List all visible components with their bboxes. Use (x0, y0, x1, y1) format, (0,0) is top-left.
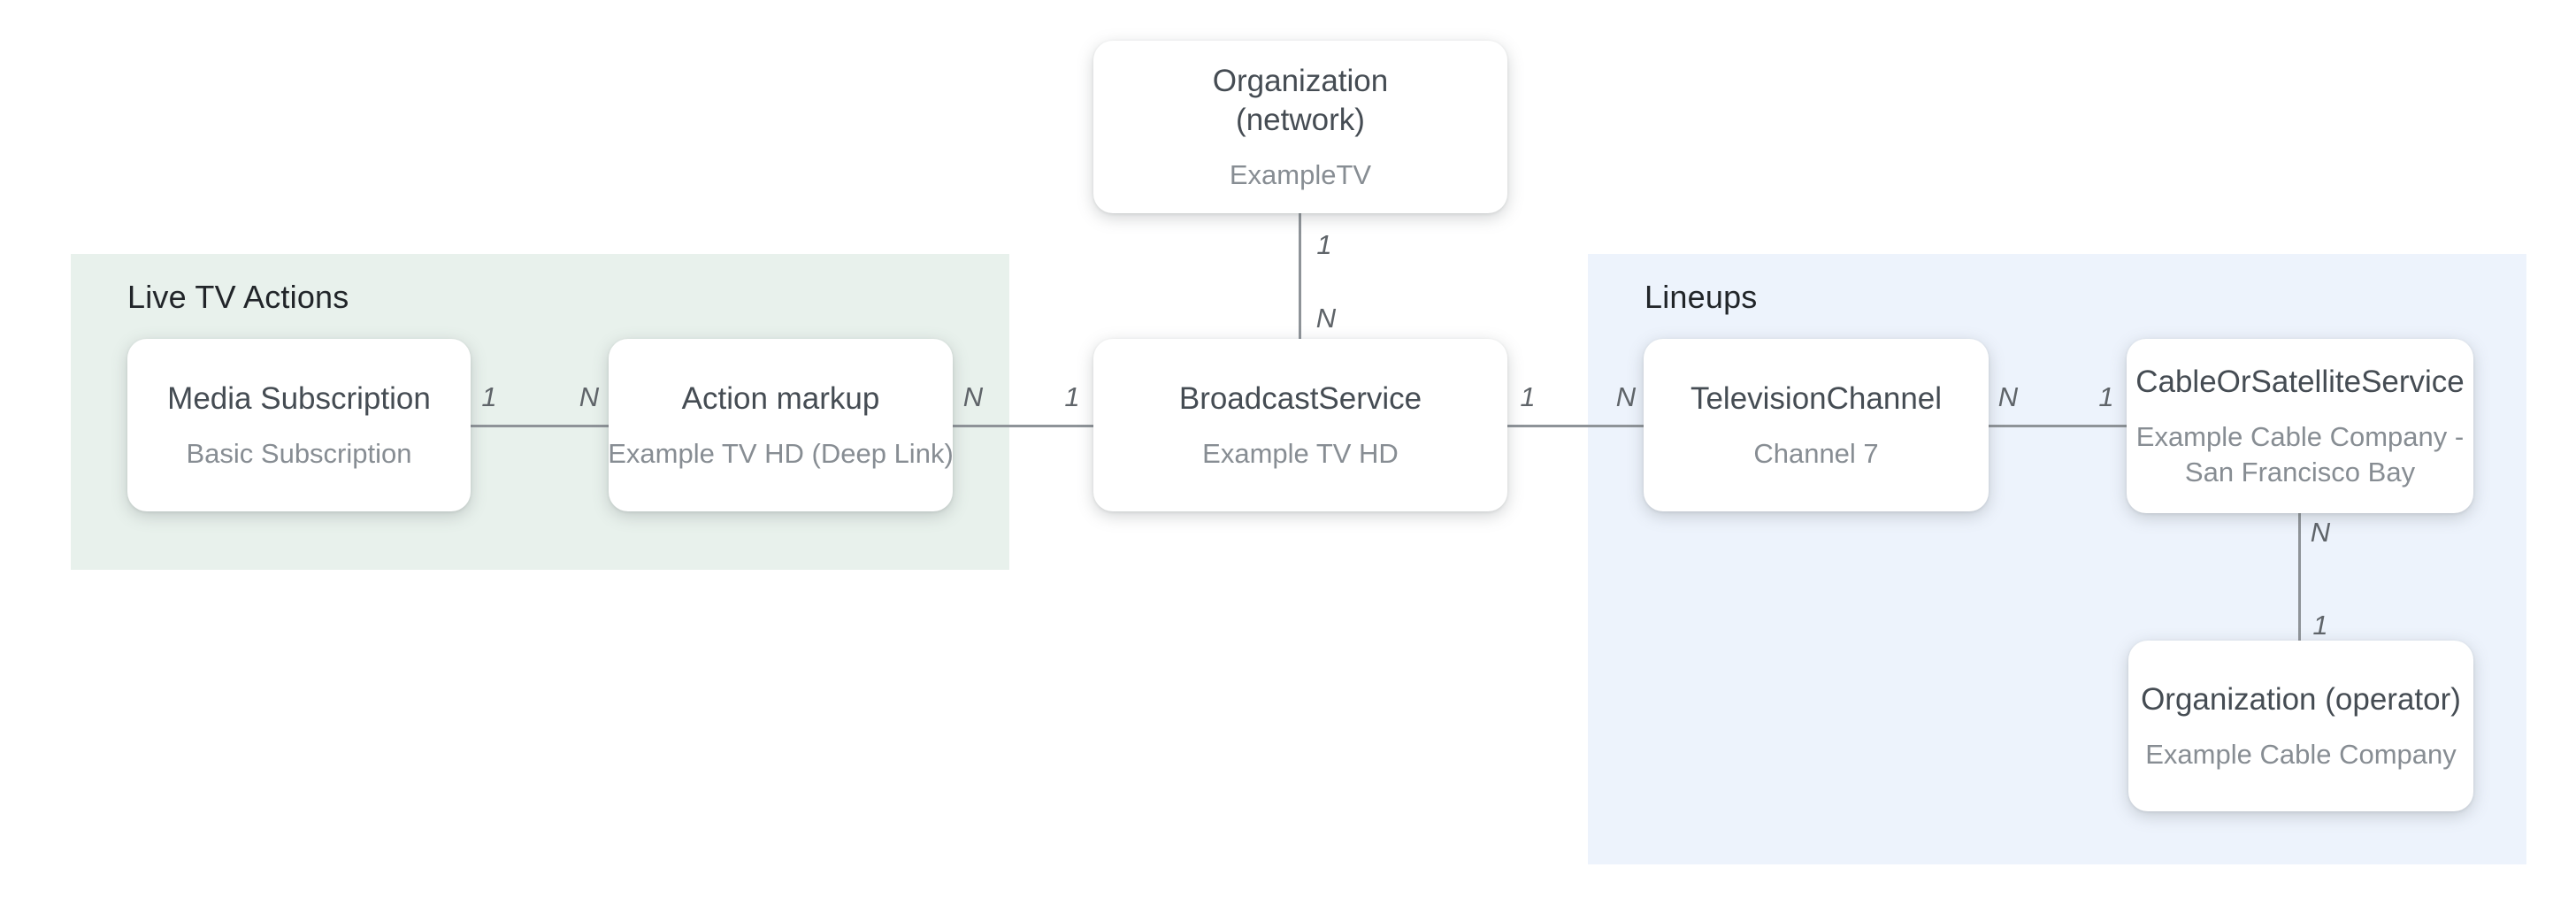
node-title: BroadcastService (1178, 380, 1422, 416)
edge-label-channel-to-cable-from: N (1997, 381, 2019, 412)
edge-label-network-to-broadcast-from: 1 (1316, 229, 1332, 260)
node-subtitle-line: San Francisco Bay (2184, 456, 2416, 488)
edge-label-broadcast-to-channel-from: 1 (1520, 381, 1536, 412)
node-title: Media Subscription (167, 380, 431, 416)
node-subtitle: Basic Subscription (186, 437, 412, 469)
node-title: CableOrSatelliteService (2135, 364, 2465, 399)
node-media-subscription: Media Subscription Basic Subscription (127, 339, 471, 511)
edge-label-cable-to-operator-to: 1 (2312, 610, 2328, 641)
node-subtitle: Example Cable Company (2145, 738, 2457, 770)
edge-label-network-to-broadcast-to: N (1315, 303, 1337, 334)
node-organization-operator: Organization (operator) Example Cable Co… (2128, 641, 2473, 811)
node-title: Organization (network) (1213, 62, 1388, 140)
node-subtitle: Example TV HD (1202, 437, 1399, 469)
edge-line-action-to-broadcast (951, 425, 1095, 427)
edge-line-channel-to-cable (1987, 425, 2128, 427)
edge-line-media-to-action (469, 425, 610, 427)
node-organization-network: Organization (network) ExampleTV (1093, 41, 1507, 213)
region-title-live-tv-actions: Live TV Actions (127, 279, 349, 315)
node-broadcast-service: BroadcastService Example TV HD (1093, 339, 1507, 511)
node-subtitle: ExampleTV (1229, 158, 1372, 190)
edge-label-broadcast-to-channel-to: N (1615, 381, 1637, 412)
node-title: Organization (operator) (2141, 681, 2461, 717)
node-cable-or-satellite-service: CableOrSatelliteService Example Cable Co… (2127, 339, 2473, 513)
node-television-channel: TelevisionChannel Channel 7 (1644, 339, 1989, 511)
node-subtitle: Example TV HD (Deep Link) (608, 437, 954, 469)
edge-label-action-to-broadcast-from: N (962, 381, 984, 412)
node-subtitle: Example Cable Company - San Francisco Ba… (2136, 419, 2464, 490)
node-title: Action markup (681, 380, 880, 416)
edge-label-media-to-action-from: 1 (481, 381, 497, 412)
edge-line-cable-to-operator (2298, 511, 2301, 642)
node-action-markup: Action markup Example TV HD (Deep Link) (608, 339, 954, 511)
edge-label-action-to-broadcast-to: 1 (1064, 381, 1080, 412)
edge-line-broadcast-to-channel (1506, 425, 1645, 427)
edge-label-channel-to-cable-to: 1 (2098, 381, 2114, 412)
node-title-line: (network) (1236, 102, 1365, 137)
node-title: TelevisionChannel (1690, 380, 1943, 416)
edge-label-media-to-action-to: N (579, 381, 600, 412)
region-title-lineups: Lineups (1644, 279, 1758, 315)
node-subtitle: Channel 7 (1753, 437, 1879, 469)
node-title-line: Organization (1212, 63, 1389, 98)
edge-label-cable-to-operator-from: N (2310, 517, 2331, 548)
edge-line-network-to-broadcast (1299, 211, 1301, 341)
node-subtitle-line: Example Cable Company - (2135, 420, 2465, 452)
